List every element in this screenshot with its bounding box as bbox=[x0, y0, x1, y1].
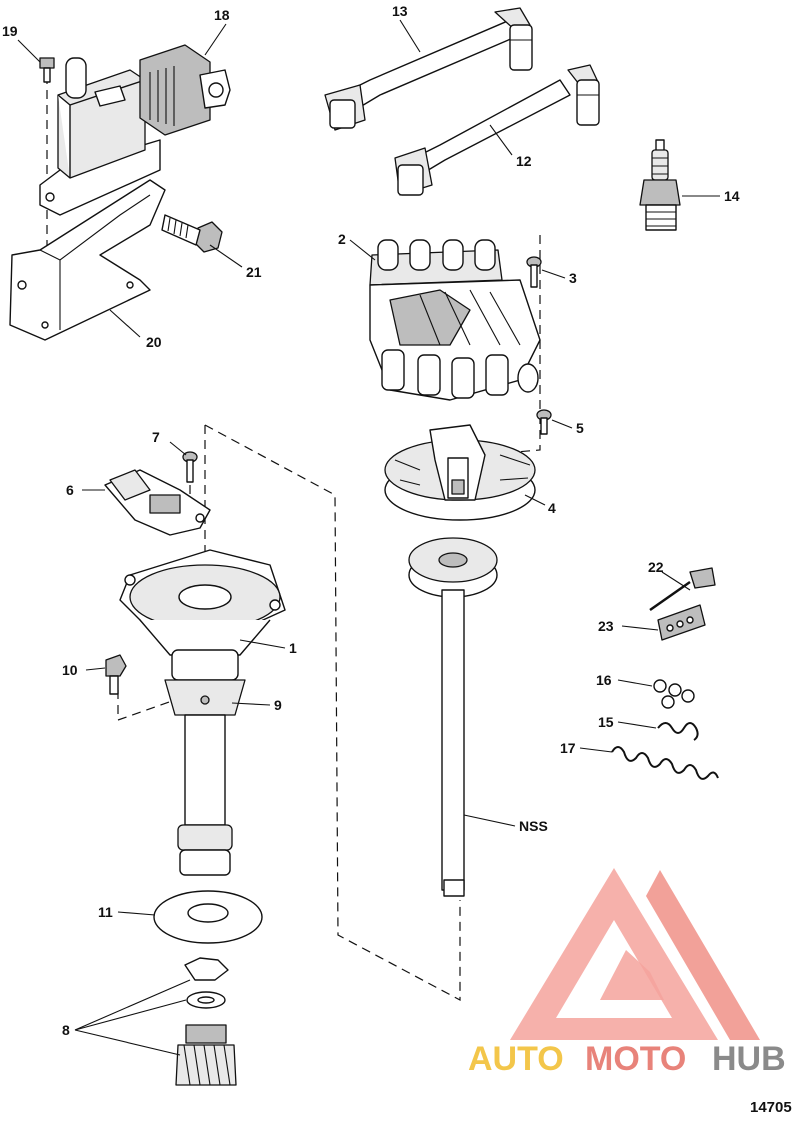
callout-6: 6 bbox=[66, 482, 74, 498]
callout-4: 4 bbox=[548, 500, 556, 516]
callout-10: 10 bbox=[62, 662, 78, 678]
distributor-cap bbox=[369, 239, 541, 401]
watermark-text-moto: MOTO bbox=[585, 1040, 686, 1078]
washer-11 bbox=[153, 890, 263, 944]
callout-2: 2 bbox=[338, 231, 346, 247]
ignition-coil bbox=[39, 44, 231, 216]
callout-nss: NSS bbox=[519, 818, 548, 834]
wire-separator bbox=[657, 604, 706, 641]
callout-14: 14 bbox=[724, 188, 740, 204]
drive-gear-set bbox=[175, 957, 237, 1086]
callout-17: 17 bbox=[560, 740, 576, 756]
distributor-shaft-nss bbox=[408, 537, 498, 897]
watermark-text-auto: AUTO bbox=[468, 1040, 564, 1078]
callout-8: 8 bbox=[62, 1022, 70, 1038]
watermark-logo bbox=[510, 868, 760, 1040]
screw-7 bbox=[182, 451, 198, 483]
callout-21: 21 bbox=[246, 264, 262, 280]
callout-23: 23 bbox=[598, 618, 614, 634]
callout-7: 7 bbox=[152, 429, 160, 445]
figure-number: 14705 bbox=[750, 1099, 792, 1116]
distributor-shaft-housing bbox=[164, 649, 246, 876]
callout-11: 11 bbox=[98, 904, 113, 920]
callout-15: 15 bbox=[598, 714, 614, 730]
bolt-21 bbox=[161, 214, 223, 253]
spark-plug bbox=[639, 139, 681, 231]
screw-5 bbox=[536, 409, 552, 435]
coil-bracket bbox=[9, 179, 166, 341]
bolt-10 bbox=[105, 654, 127, 695]
callout-12: 12 bbox=[516, 153, 532, 169]
callout-19: 19 bbox=[2, 23, 18, 39]
callout-13: 13 bbox=[392, 3, 408, 19]
spark-plug-wire-12 bbox=[394, 64, 600, 196]
callout-9: 9 bbox=[274, 697, 282, 713]
pickup-sensor bbox=[104, 469, 211, 536]
distributor-housing bbox=[119, 549, 286, 656]
callout-16: 16 bbox=[596, 672, 612, 688]
wire-clip-15 bbox=[657, 722, 699, 741]
bolt-19 bbox=[39, 57, 55, 83]
terminal-key bbox=[649, 567, 716, 612]
wire-clip-16 bbox=[653, 679, 695, 709]
callout-18: 18 bbox=[214, 7, 230, 23]
callout-5: 5 bbox=[576, 420, 584, 436]
callout-1: 1 bbox=[289, 640, 297, 656]
watermark-text-hub: HUB bbox=[712, 1040, 786, 1078]
callout-leader-lines bbox=[17, 19, 720, 1056]
wire-clip-17 bbox=[611, 746, 719, 780]
spark-plug-wire-13 bbox=[324, 7, 533, 131]
callout-3: 3 bbox=[569, 270, 577, 286]
screw-3 bbox=[526, 256, 542, 288]
distributor-rotor bbox=[384, 424, 536, 521]
callout-20: 20 bbox=[146, 334, 162, 350]
callout-22: 22 bbox=[648, 559, 664, 575]
